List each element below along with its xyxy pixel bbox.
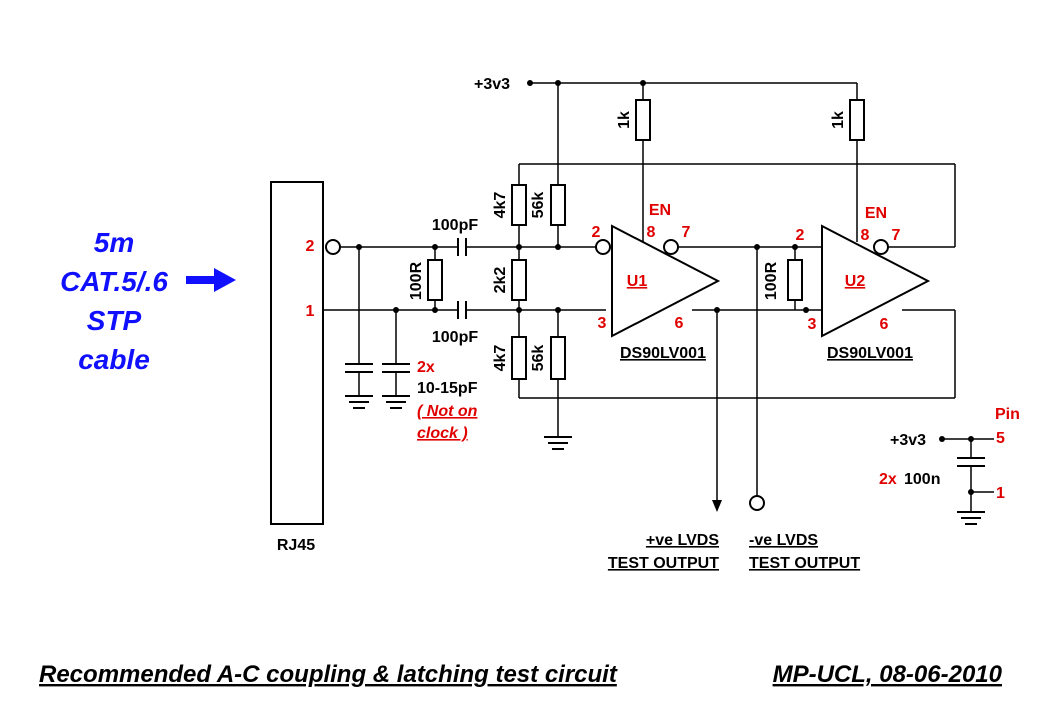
r-56k-top-label: 56k	[530, 192, 547, 219]
neg-test-output-line2: TEST OUTPUT	[749, 555, 860, 572]
r-term-u2-label: 100R	[763, 261, 780, 300]
r-4k7-bot-label: 4k7	[492, 345, 509, 372]
filter-cap-note-2: clock )	[417, 425, 468, 442]
u1-pin-6: 6	[675, 315, 684, 332]
cable-shield: STP	[87, 305, 142, 336]
u1-pin-2: 2	[592, 224, 601, 241]
u2-ref: U2	[845, 273, 866, 290]
cap-bot-label: 100pF	[432, 329, 478, 346]
cable-word: cable	[78, 344, 150, 375]
cable-length: 5m	[94, 227, 134, 258]
rj45-connector	[270, 181, 324, 525]
rj45-label: RJ45	[277, 537, 315, 554]
decoupling-value: 100n	[904, 471, 940, 488]
cable-type: CAT.5/.6	[60, 266, 168, 297]
input-wiring	[323, 238, 606, 319]
u2-pin-2: 2	[796, 227, 805, 244]
r-pullup-u2-label: 1k	[830, 111, 847, 129]
pin-2-bubble	[325, 239, 341, 255]
footer-credit: MP-UCL, 08-06-2010	[773, 661, 1003, 688]
u2-buffer	[787, 83, 956, 398]
footer-title: Recommended A-C coupling & latching test…	[39, 661, 618, 688]
filter-cap-value: 10-15pF	[417, 380, 478, 397]
r-term-input-label: 100R	[408, 261, 425, 300]
bias-network	[511, 80, 955, 450]
cable-label: 5m CAT.5/.6 STP cable	[60, 227, 168, 375]
u2-pin-6: 6	[880, 316, 889, 333]
decoupling-pin-label: Pin	[995, 406, 1020, 423]
pos-test-output-line2: TEST OUTPUT	[608, 555, 719, 572]
filter-caps	[345, 247, 410, 409]
pos-test-output-line1: +ve LVDS	[646, 532, 719, 549]
decoupling-cap	[939, 436, 994, 525]
u1-buffer	[595, 83, 806, 512]
u1-ref: U1	[627, 273, 648, 290]
cap-top-label: 100pF	[432, 217, 478, 234]
u1-pin-7: 7	[682, 224, 691, 241]
u1-part: DS90LV001	[620, 345, 706, 362]
decoupling-pin-5: 5	[996, 430, 1005, 447]
r-56k-bot-label: 56k	[530, 345, 547, 372]
filter-cap-note-1: ( Not on	[417, 403, 478, 420]
decoupling-rail-label: +3v3	[890, 432, 926, 449]
u2-pin-8: 8	[861, 227, 870, 244]
r-pullup-u1-label: 1k	[616, 111, 633, 129]
decoupling-count: 2x	[879, 471, 897, 488]
supply-rail-label: +3v3	[474, 76, 510, 93]
filter-cap-count: 2x	[417, 359, 435, 376]
u1-en-label: EN	[649, 202, 671, 219]
rj45-pin-1: 1	[306, 303, 315, 320]
neg-test-output-line1: -ve LVDS	[749, 532, 818, 549]
r-4k7-top-label: 4k7	[492, 192, 509, 219]
u1-pin-3: 3	[598, 315, 607, 332]
decoupling-pin-1: 1	[996, 485, 1005, 502]
u2-pin-3: 3	[808, 316, 817, 333]
u2-pin-7: 7	[892, 227, 901, 244]
rj45-pin-2: 2	[306, 238, 315, 255]
u2-en-label: EN	[865, 205, 887, 222]
arrow-right-icon	[186, 268, 236, 292]
u1-pin-8: 8	[647, 224, 656, 241]
r-2k2-label: 2k2	[492, 267, 509, 294]
u2-part: DS90LV001	[827, 345, 913, 362]
